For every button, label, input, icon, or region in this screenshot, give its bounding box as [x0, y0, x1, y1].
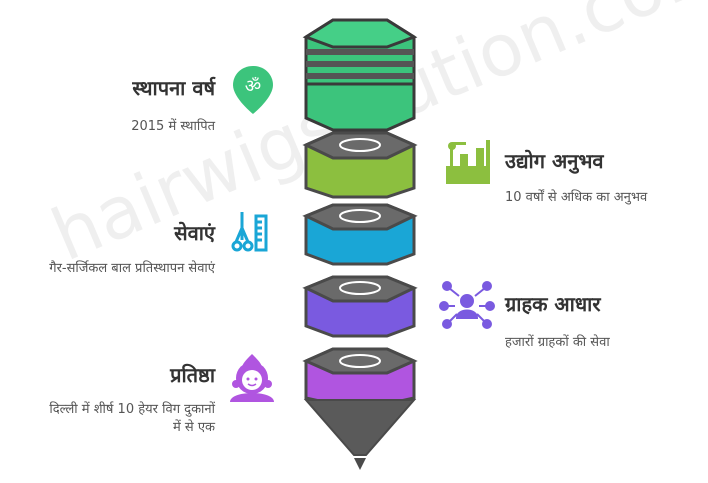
- stack-block-experience: [302, 131, 418, 199]
- title-reputation: प्रतिष्ठा: [169, 363, 216, 387]
- title-services: सेवाएं: [173, 221, 216, 245]
- network-icon: [439, 281, 495, 329]
- stack-block-services: [302, 203, 418, 266]
- woman-icon: [230, 354, 274, 402]
- desc-foundation: 2015 में स्थापित: [131, 118, 215, 134]
- title-experience: उद्योग अनुभव: [504, 149, 604, 174]
- desc-reputation-line1: दिल्ली में शीर्ष 10 हेयर विग दुकानों: [49, 401, 215, 417]
- stack-block-reputation: [302, 347, 418, 470]
- desc-services: गैर-सर्जिकल बाल प्रतिस्थापन सेवाएं: [49, 260, 216, 276]
- desc-reputation-line2: में से एक: [173, 419, 216, 435]
- svg-text:ॐ: ॐ: [245, 76, 261, 97]
- desc-customers: हजारों ग्राहकों की सेवा: [505, 334, 610, 350]
- title-foundation: स्थापना वर्ष: [131, 76, 216, 100]
- om-icon: ॐ: [233, 66, 273, 114]
- hair-tools-icon: [231, 212, 268, 252]
- stack-block-customers: [302, 275, 418, 338]
- title-customers: ग्राहक आधार: [504, 292, 601, 316]
- desc-experience: 10 वर्षों से अधिक का अनुभव: [505, 189, 648, 205]
- stack-block-foundation: [302, 18, 418, 132]
- industry-icon: [446, 140, 490, 184]
